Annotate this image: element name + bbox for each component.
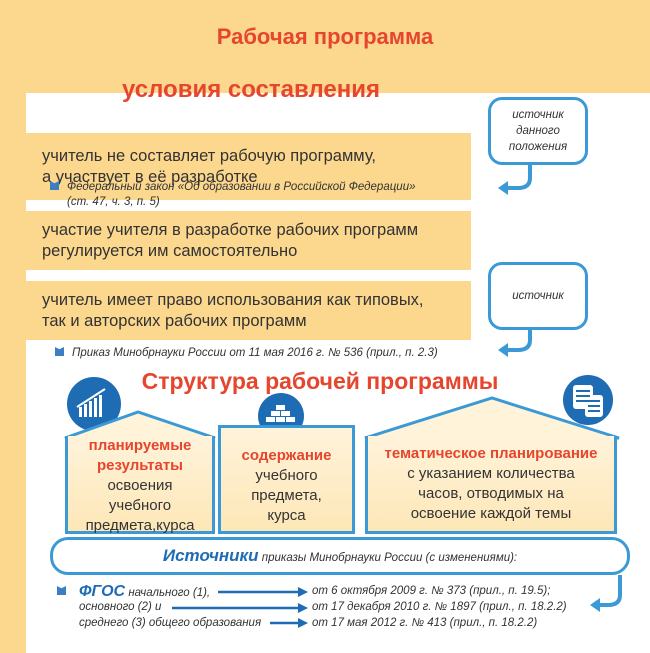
fgos-bookmark — [57, 585, 74, 600]
law-reference-2: Приказ Минобрнауки России от 11 мая 2016… — [55, 346, 438, 361]
structure-heading: Структура рабочей программы — [141, 368, 499, 394]
condition-item-3: учитель имеет право использования как ти… — [26, 281, 471, 340]
source-bubble-2: источник — [488, 262, 588, 330]
documents-icon — [563, 375, 613, 425]
fgos-order-3: от 17 мая 2012 г. № 413 (прил., п. 18.2.… — [312, 617, 538, 629]
top-band — [0, 0, 650, 93]
bookmark-icon — [50, 181, 59, 190]
condition-item-2: участие учителя в разработке рабочих про… — [26, 211, 471, 270]
left-band — [0, 0, 26, 653]
bookmark-icon — [55, 347, 64, 356]
sources-box: Источники приказы Минобрнауки России (с … — [50, 537, 630, 575]
fgos-row-3: среднего (3) общего образования — [79, 617, 262, 629]
fgos-order-2: от 17 декабря 2010 г. № 1897 (прил., п. … — [312, 601, 567, 613]
conditions-heading: условия составления — [122, 76, 380, 103]
bookmark-icon — [57, 586, 66, 595]
fgos-row-1: ФГОС начального (1), — [79, 583, 211, 600]
condition-item-1: учитель не составляет рабочую программу,… — [26, 133, 471, 200]
page-title: Рабочая программа — [216, 24, 434, 49]
fgos-order-1: от 6 октября 2009 г. № 373 (прил., п. 19… — [312, 585, 551, 597]
law-reference-1: Федеральный закон «Об образовании в Росс… — [50, 180, 416, 210]
fgos-row-2: основного (2) и — [79, 601, 162, 613]
